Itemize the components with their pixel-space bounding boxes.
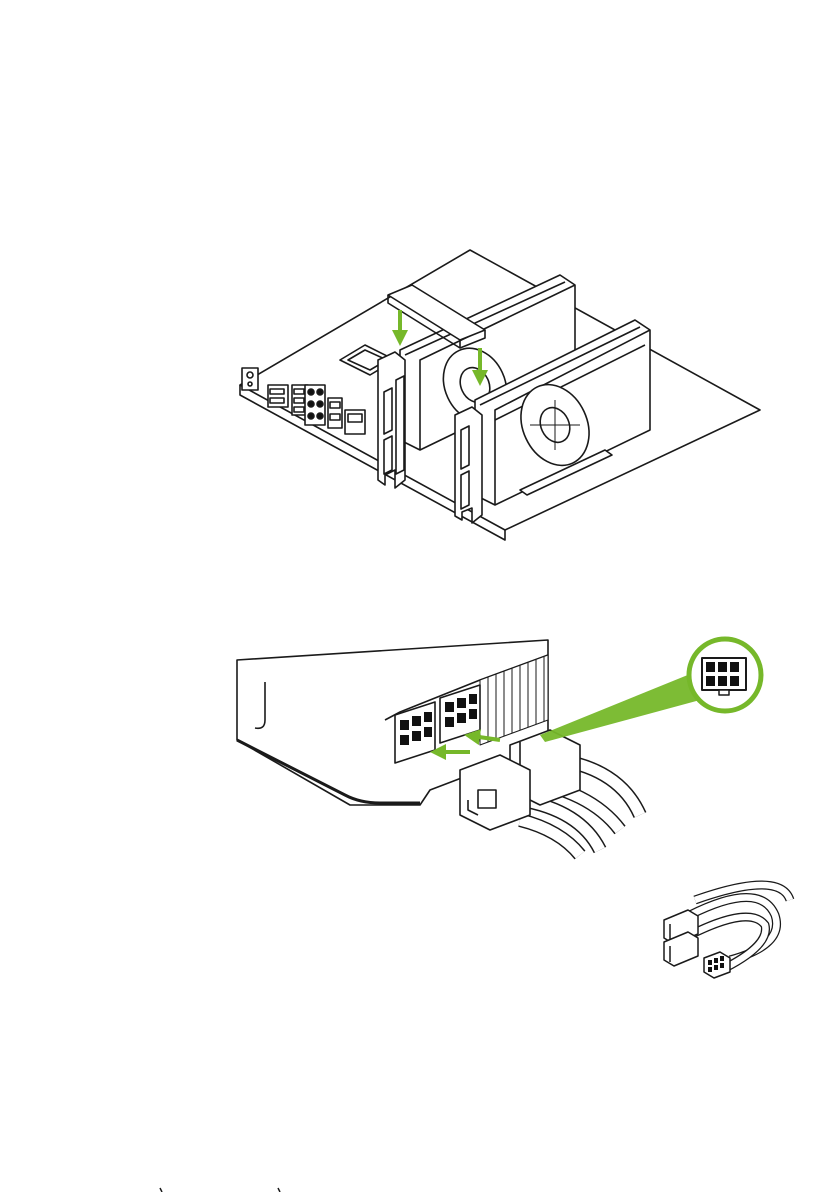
adapter-cable-figure (664, 885, 790, 978)
zoom-callout (540, 639, 761, 742)
page-edge-marks (160, 1188, 280, 1192)
sli-install-figure (240, 250, 760, 540)
power-connect-figure (237, 639, 761, 855)
